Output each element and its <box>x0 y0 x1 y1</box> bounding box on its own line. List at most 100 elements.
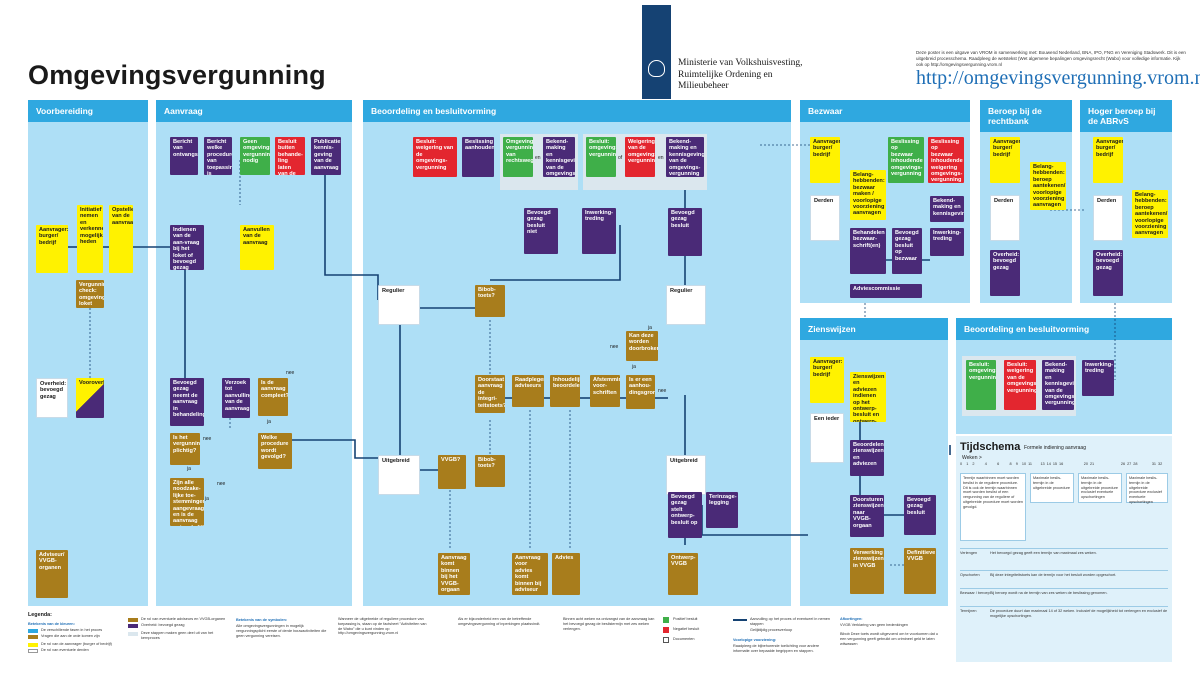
timeline-tick: 21 <box>1089 462 1095 466</box>
step-ontwerpbesluit: Bevoegd gezag stelt ontwerp-besluit op <box>668 492 702 538</box>
legend-swatch-aanvrager <box>28 643 38 647</box>
doc-bericht-ontvangst: Bericht van ontvangst <box>170 137 198 175</box>
question-bibob: Bibob-toets? <box>475 285 505 317</box>
legend-nummers: Aanvulling op het proces of eventueel in… <box>750 617 830 626</box>
timeline-tick: 2 <box>972 462 975 466</box>
step-regulier-2: Regulier <box>666 285 706 325</box>
actor-aanvrager: Aanvrager: burger/ bedrijf <box>36 225 68 273</box>
step-adviseurs: Raadplegen adviseurs <box>512 375 544 407</box>
legend-kleuren: Betekenis van de kleuren: <box>28 622 75 626</box>
actor-derden-hoger: Derden <box>1093 195 1123 241</box>
legend-item: De rol van de aanvrager (burger of bedri… <box>41 642 112 646</box>
legend-voorlopigtext: Raadpleeg de bijbehorende toelichting vo… <box>733 644 820 653</box>
page-title: Omgevingsvergunning <box>28 60 326 90</box>
legend-text: Binnen acht weken na ontvangst van de aa… <box>563 617 655 631</box>
timeline-tick: 8 <box>1009 462 1012 466</box>
timeline-tick: 15 <box>1052 462 1058 466</box>
timeline-tick: 6 <box>997 462 1000 466</box>
legend: Legenda: Betekenis van de kleuren: De ve… <box>28 612 948 682</box>
legend-item: De rol van eventuele derden <box>41 648 89 652</box>
step-besluit-zienswijzen: Bevoegd gezag besluit <box>904 495 936 535</box>
row-value: Het bevoegd gezag geeft een termijn van … <box>990 551 1097 555</box>
question-ontvankelijk: Zijn alle noodzake-lijke toe-stemmingen … <box>170 478 204 526</box>
legend-swatch-negative <box>663 627 669 633</box>
tijdschema-row: Termijnen De procedure duurt dan maximaa… <box>960 606 1168 624</box>
step-doorsturen: Doorsturen zienswijzen naar VVGB-orgaan <box>850 495 884 537</box>
connector <box>285 439 378 459</box>
step-uitgebreid-2: Uitgebreid <box>666 455 706 495</box>
intro-text: Deze poster is een uitgave van VROM in s… <box>916 50 1186 67</box>
step-hoger-beroep: Belang-hebbenden: beroep aantekenen/ voo… <box>1132 190 1168 238</box>
arrow-icon <box>733 619 747 621</box>
doc-rechtswege: Omgevings-vergunning van rechtswege <box>503 137 533 177</box>
question-plichtig: Is het vergunning-plichtig? <box>170 433 200 465</box>
timeline-tick: 16 <box>1059 462 1064 466</box>
connector <box>324 175 379 300</box>
timeline-tick: 11 <box>1028 462 1033 466</box>
timeline-tick: 0 <box>960 462 963 466</box>
legend-swatch-overheid <box>128 624 138 628</box>
question-doorbroken: Kan deze worden doorbroken? <box>626 331 658 361</box>
timeline-tick: 4 <box>984 462 987 466</box>
step-uitgebreid: Uitgebreid <box>378 455 420 495</box>
doc-bekendmaking-3: Bekend-making en kennisgeving van de omg… <box>1042 360 1074 410</box>
label-ja: ja <box>648 325 652 331</box>
label-en: en <box>658 155 664 161</box>
step-regulier: Regulier <box>378 285 420 325</box>
website-link[interactable]: http://omgevingsvergunning.vrom.nl <box>916 67 1200 89</box>
doc-welke-procedure: Bericht welke procedure van toepassing i… <box>204 137 232 175</box>
legend-negatief: Negatief besluit <box>673 627 700 631</box>
step-definitieve-vvgb: Definitieve VVGB <box>904 548 936 594</box>
legend-symbolen: Betekenis van de symbolen: <box>236 618 288 622</box>
step-vooroverleg: Vooroverleg <box>76 378 104 418</box>
row-key: Verlengen <box>960 551 978 555</box>
connector <box>490 225 621 281</box>
row-value: Bij deze integriteitstoets kan de termij… <box>990 573 1117 577</box>
document-icon <box>663 637 669 643</box>
timeline-tick: 26 <box>1120 462 1126 466</box>
legend-title: Legenda: <box>28 612 52 618</box>
actor-aanvrager-zienswijzen: Aanvrager: burger/ bedrijf <box>810 357 844 403</box>
legend-voorlopig: Voorlopige voorziening: <box>733 638 777 642</box>
timeline-tick: 31 <box>1151 462 1157 466</box>
label-en: en <box>535 155 541 161</box>
question-bibob-2: Bibob-toets? <box>475 455 505 487</box>
legend-item: Deze stappen maken geen deel uit van het… <box>141 631 214 640</box>
step-inhoudelijk: Inhoudelijk beoordelen <box>550 375 580 407</box>
legend-text: Alle omgevingsvergunningen in mogelijk v… <box>236 624 327 638</box>
actor-aanvrager-bezwaar: Aanvrager: burger/ bedrijf <box>810 137 840 183</box>
legend-afk2: Bibob Deze toets wordt uitgevoerd om te … <box>840 632 938 646</box>
phase-title: Beroep bij de rechtbank <box>980 100 1072 132</box>
step-behandelen-bezwaar: Behandelen bezwaar-schrift(en) <box>850 228 886 274</box>
crest-icon <box>648 60 665 77</box>
phase-voorbereiding: Voorbereiding <box>28 100 148 606</box>
step-inwerking-bezwaar: Inwerking-treding <box>930 228 964 256</box>
label-nee: nee <box>217 481 226 487</box>
label-ja: ja <box>267 419 271 425</box>
label-ja: ja <box>187 466 191 472</box>
step-advies: Advies <box>552 553 580 595</box>
row-value: De procedure duurt dan maximaal 14 of 32… <box>990 609 1168 618</box>
step-inwerking: Inwerking-treding <box>582 208 616 254</box>
step-besluit: Bevoegd gezag besluit <box>668 208 702 256</box>
doc-bekendmaking-2: Bekend-making en kennisgeving van de omg… <box>666 137 704 177</box>
timeline-tick: 28 <box>1133 462 1138 466</box>
timeline-tick: 20 <box>1083 462 1088 466</box>
row-value: Bij beroep wordt na de termijn van zes w… <box>990 591 1108 595</box>
tijdschema-col: Maximale beslis-termijn in de uitgebreid… <box>1030 473 1074 503</box>
legend-text: Wanneer de uitgebreide of reguliere proc… <box>338 617 427 636</box>
step-besluit-bezwaar: Bevoegd gezag besluit op bezwaar <box>892 228 922 274</box>
tijdschema-weken: Weken > <box>962 455 982 461</box>
legend-swatch-extra <box>128 632 138 636</box>
doc-buiten-behandeling: Besluit buiten behande-ling laten van de… <box>275 137 305 175</box>
tijdschema-columns: Termijn waarbinnen moet worden beslist i… <box>960 473 1168 543</box>
question-welke-procedure: Welke procedure wordt gevolgd? <box>258 433 292 469</box>
step-vergunningcheck: Vergunning check: omgevings-loket online <box>76 280 104 308</box>
tijdschema-col: Maximale beslis-termijn in de uitgebreid… <box>1078 473 1122 503</box>
step-bezwaar-maken: Belang-hebbenden: bezwaar maken / voorlo… <box>850 170 886 220</box>
tijdschema-row: Verlengen Het bevoegd gezag geeft een te… <box>960 548 1168 570</box>
question-integriteit: Doorstaat aanvraag de integri-teitstoets… <box>475 375 505 413</box>
timeline-tick: 13 <box>1040 462 1045 466</box>
doc-beslissing-vergunning: Beslissing op bezwaar inhoudende omgevin… <box>888 137 924 183</box>
